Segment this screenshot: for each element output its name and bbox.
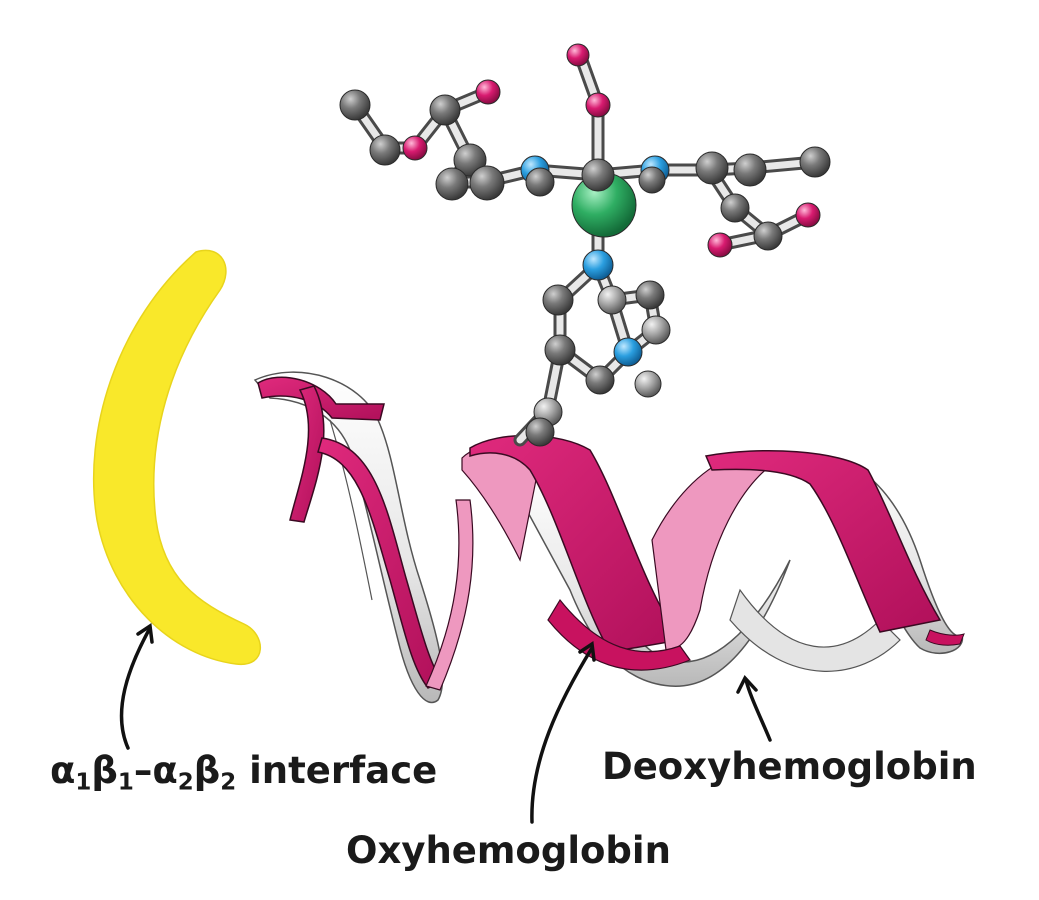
interface-label: α1β1–α2β2 interface [50, 752, 437, 794]
interface-beta-1: β [91, 749, 118, 792]
molecule-bonds [348, 48, 822, 447]
carbon-atom [542, 284, 574, 316]
oxygen-atom [707, 232, 733, 258]
carbon-atom [525, 167, 555, 197]
interface-sub-1a: 1 [75, 769, 92, 796]
nitrogen-atom [613, 337, 643, 367]
molecule-atoms [339, 43, 831, 447]
carbon-atom [369, 134, 401, 166]
interface-word: interface [236, 749, 438, 792]
interface-arrow [119, 626, 152, 750]
carbon-atom [635, 280, 665, 310]
oxyhemoglobin-helix [257, 376, 965, 691]
nitrogen-atom [582, 249, 614, 281]
molecule-bond-highlights [351, 51, 819, 444]
oxygen-atom [585, 92, 611, 118]
carbon-atom [720, 193, 750, 223]
oxygen-atom [475, 79, 501, 105]
interface-alpha-1: α [50, 749, 76, 792]
carbon-atom [733, 153, 767, 187]
carbon-atom [638, 166, 666, 194]
carbon-atom [597, 285, 627, 315]
carbon-atom [339, 89, 371, 121]
carbon-atom [581, 158, 615, 192]
carbon-atom [634, 370, 662, 398]
carbon-atom [525, 417, 555, 447]
carbon-atom [753, 221, 783, 251]
carbon-atom [799, 146, 831, 178]
interface-sub-2a: 2 [177, 769, 194, 796]
carbon-atom [435, 167, 469, 201]
oxyhemoglobin-label: Oxyhemoglobin [346, 829, 671, 872]
interface-band [92, 249, 261, 665]
oxygen-atom [566, 43, 590, 67]
carbon-atom [469, 165, 505, 201]
label-arrows [119, 622, 772, 824]
oxygen-atom [402, 135, 428, 161]
carbon-atom [585, 365, 615, 395]
interface-dash: – [133, 749, 153, 792]
deoxyhemoglobin-label: Deoxyhemoglobin [602, 745, 977, 788]
carbon-atom [544, 334, 576, 366]
interface-beta-2: β [193, 749, 221, 792]
carbon-atom [695, 151, 729, 185]
oxygen-atom [795, 202, 821, 228]
carbon-atom [641, 315, 671, 345]
interface-sub-2b: 2 [220, 769, 237, 796]
interface-alpha-2: α [152, 749, 178, 792]
oxyhemoglobin-arrow [530, 646, 594, 824]
interface-sub-1b: 1 [117, 769, 134, 796]
deoxyhemoglobin-arrow [744, 678, 772, 742]
carbon-atom [429, 94, 461, 126]
